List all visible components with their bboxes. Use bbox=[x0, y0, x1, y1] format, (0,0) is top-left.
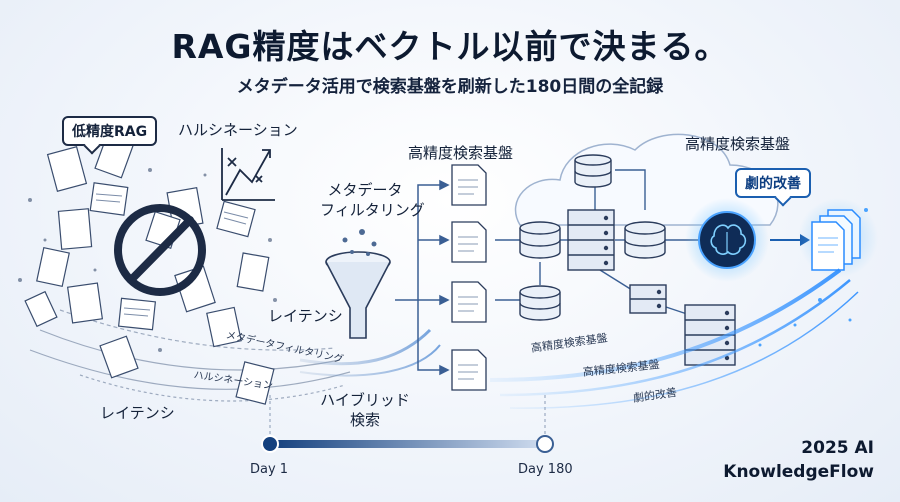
hallucination-label: ハルシネーション bbox=[178, 121, 298, 139]
glow-stream bbox=[489, 268, 859, 409]
database-3 bbox=[574, 154, 612, 188]
latency-label-top: レイテンシ bbox=[268, 307, 343, 325]
document-column bbox=[451, 164, 487, 391]
brand-name: KnowledgeFlow bbox=[723, 462, 874, 482]
hallucination-chart-icon bbox=[221, 148, 275, 201]
low-accuracy-rag-bubble: 低精度RAG bbox=[62, 116, 158, 146]
timeline-end-marker bbox=[536, 435, 554, 453]
dramatic-improvement-bubble: 劇的改善 bbox=[735, 168, 811, 198]
page-subtitle: メタデータ活用で検索基盤を刷新した180日間の全記録 bbox=[236, 77, 664, 97]
hybrid-search-line2: 検索 bbox=[349, 411, 380, 429]
prohibited-icon bbox=[114, 204, 206, 296]
funnel-icon bbox=[325, 229, 391, 339]
page-title: RAG精度はベクトル以前で決まる。 bbox=[171, 27, 729, 66]
database-1 bbox=[519, 221, 561, 259]
timeline-end-label: Day 180 bbox=[518, 462, 573, 477]
server-rack-center bbox=[567, 209, 615, 271]
timeline-start-label: Day 1 bbox=[250, 462, 289, 477]
sparkle-dots bbox=[758, 208, 868, 347]
brain-icon bbox=[685, 198, 769, 282]
brand-block: 2025 AI KnowledgeFlow bbox=[723, 436, 874, 484]
chaos-stream bbox=[29, 309, 351, 402]
scattered-documents bbox=[24, 135, 275, 405]
latency-label-bottom: レイテンシ bbox=[100, 404, 175, 422]
filtered-stream bbox=[299, 328, 441, 377]
cloud-label: 高精度検索基盤 bbox=[685, 135, 791, 153]
database-icons bbox=[519, 154, 666, 321]
database-2 bbox=[624, 221, 666, 259]
branch-arrows bbox=[395, 179, 450, 376]
metadata-filtering-label: メタデータ フィルタリング bbox=[320, 180, 425, 220]
metadata-filtering-line1: メタデータ bbox=[327, 181, 403, 199]
document-column-lines bbox=[458, 179, 478, 380]
brand-year: 2025 AI bbox=[801, 438, 874, 458]
scattered-dots bbox=[18, 168, 277, 352]
timeline bbox=[261, 395, 554, 453]
hybrid-search-label: ハイブリッド 検索 bbox=[320, 390, 410, 430]
docs-column-label: 高精度検索基盤 bbox=[408, 144, 514, 162]
metadata-filtering-line2: フィルタリング bbox=[320, 201, 425, 219]
document-lines bbox=[95, 193, 249, 317]
output-documents bbox=[798, 198, 878, 278]
database-4 bbox=[519, 285, 561, 321]
hybrid-search-line1: ハイブリッド bbox=[320, 391, 410, 409]
server-rack-mid bbox=[629, 284, 667, 314]
timeline-start-marker bbox=[261, 435, 279, 453]
